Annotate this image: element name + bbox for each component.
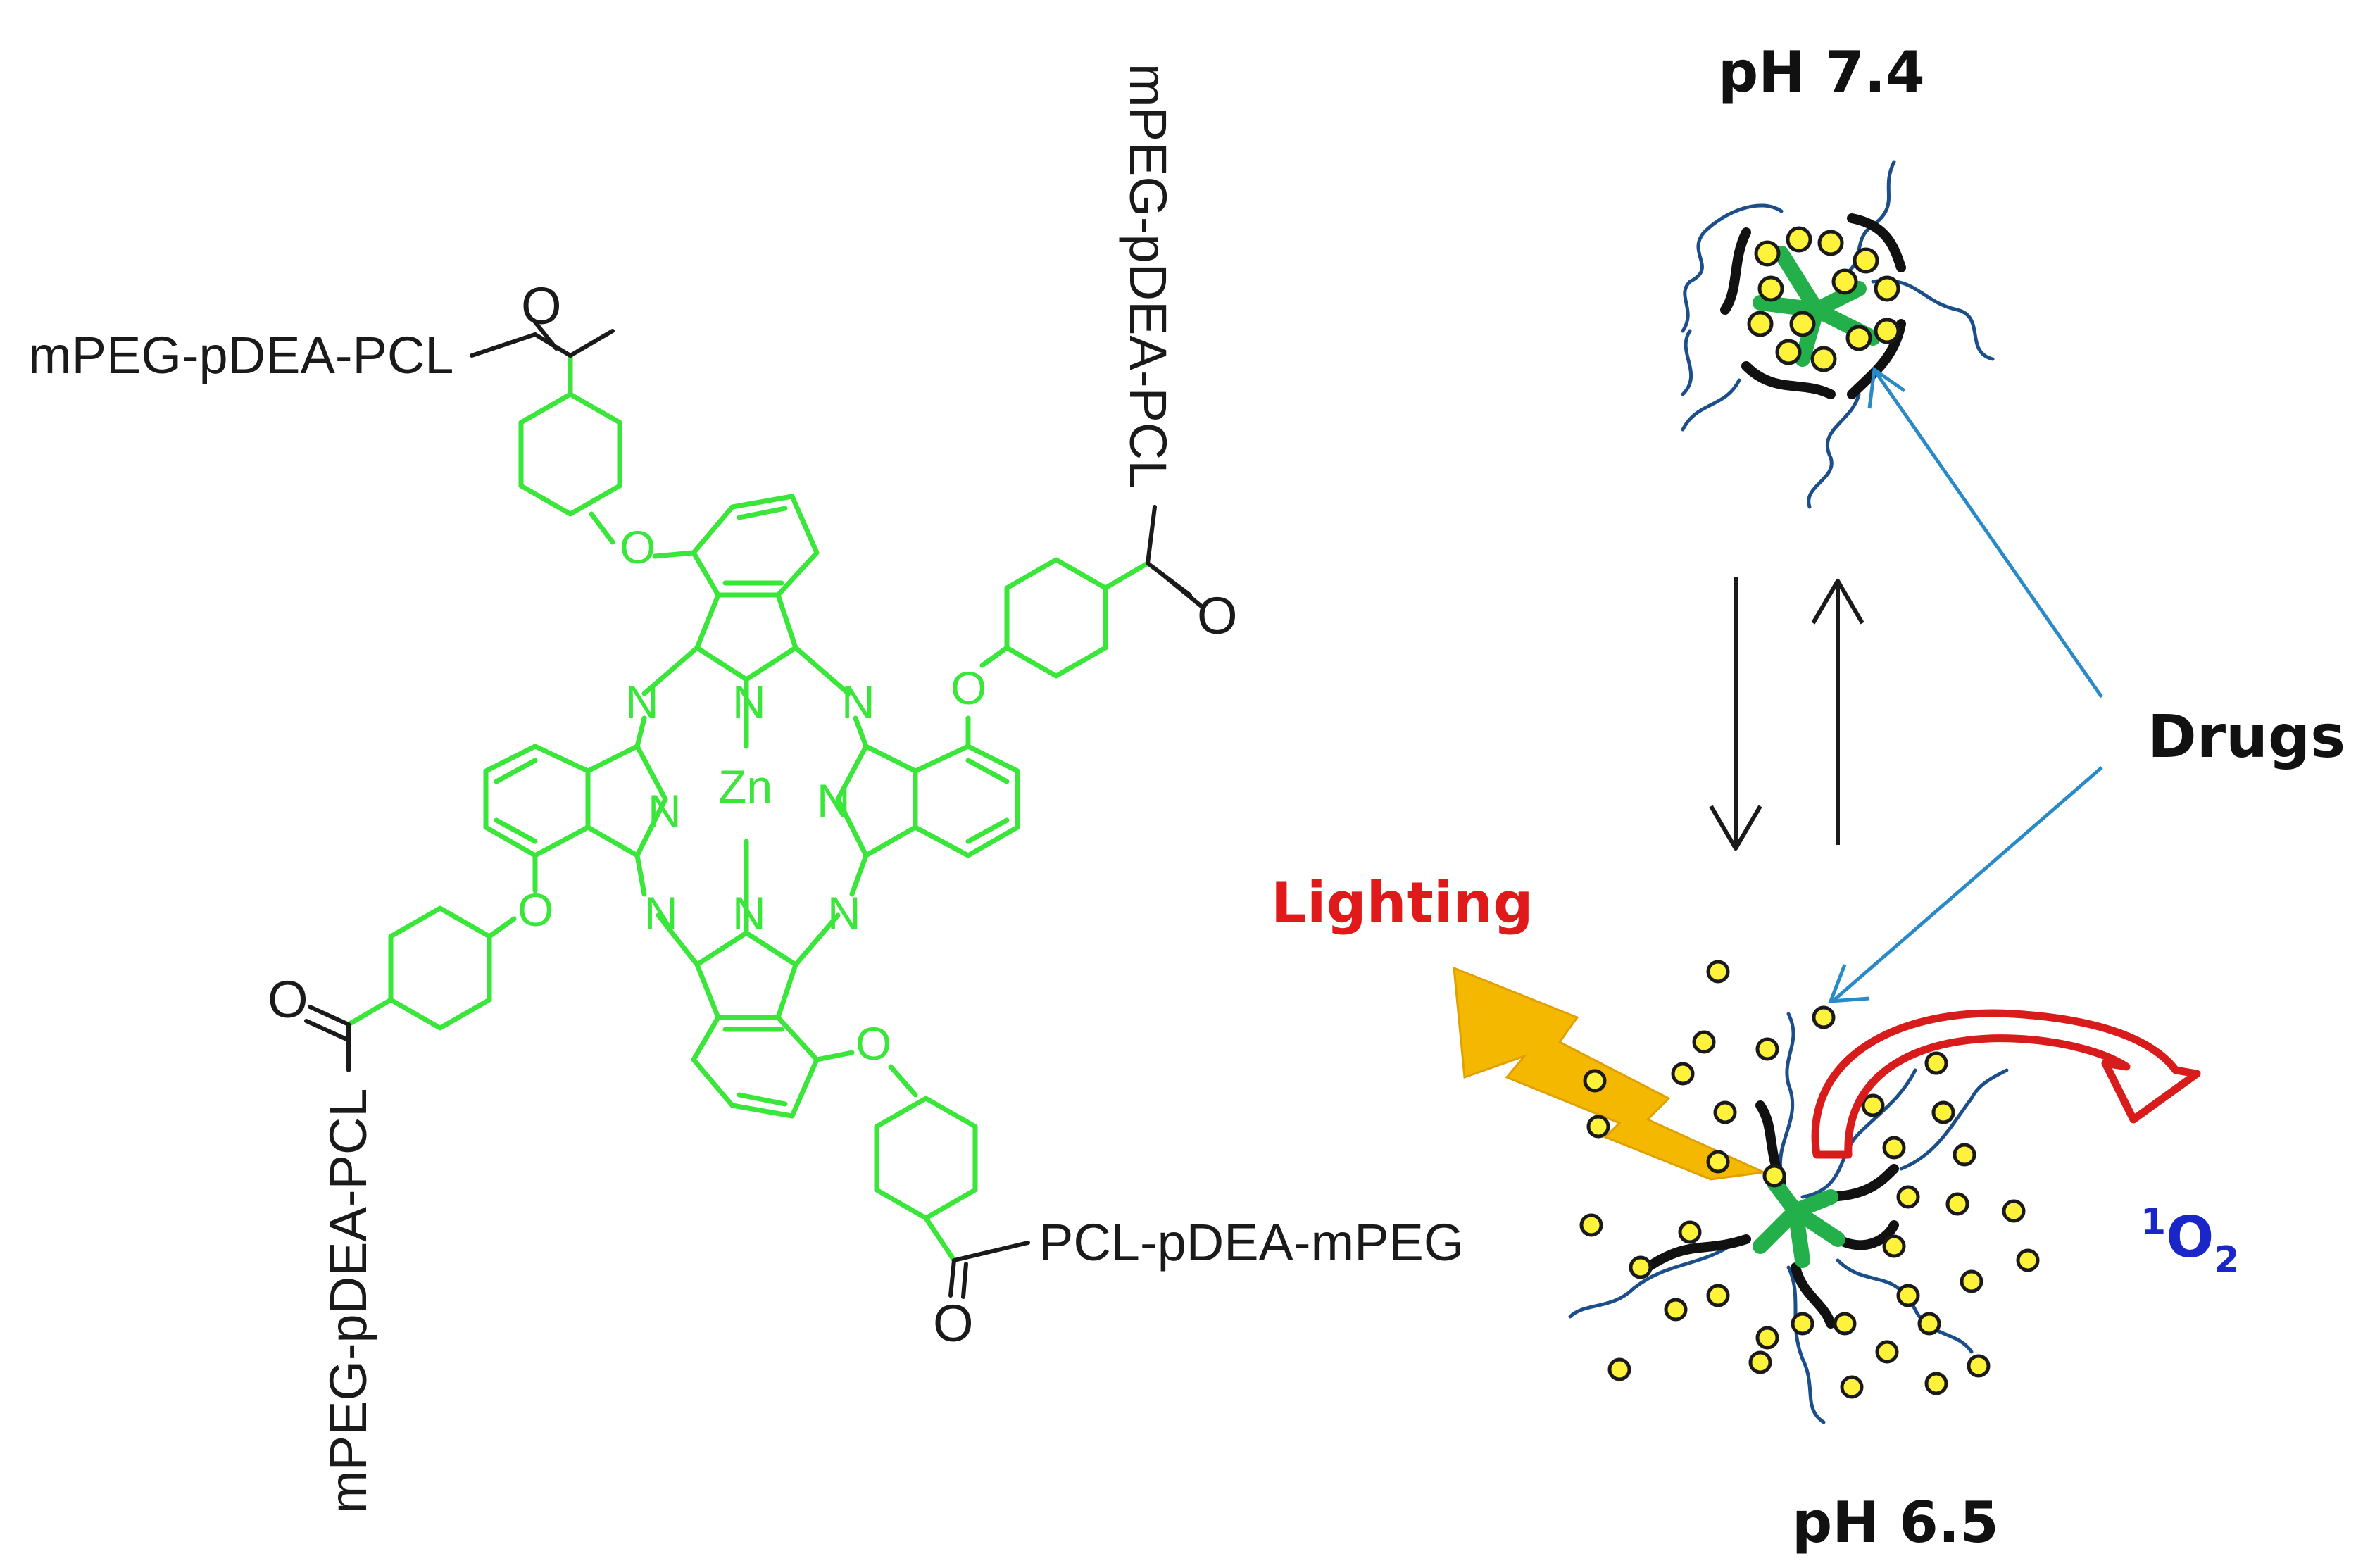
ph-bottom-label: pH 6.5 (1792, 1490, 1999, 1555)
oxygen-atom: O (518, 884, 553, 936)
nitrogen-atom: N (732, 676, 766, 728)
oxygen-atom: O (855, 1017, 891, 1070)
compact-micelle (1681, 160, 1995, 509)
isoindole-ring-left (483, 744, 668, 858)
drugs-label: Drugs (2148, 702, 2345, 771)
carbonyl-bottom-left: O mPEG-pDEA-PCL (268, 970, 377, 1514)
swollen-micelle (1568, 960, 2040, 1424)
isoindole-ring-bottom (691, 930, 820, 1119)
ph-top-label: pH 7.4 (1718, 39, 1925, 105)
singlet-oxygen-arrow-icon (1811, 1009, 2201, 1159)
encapsulated-drugs (1747, 226, 1900, 372)
oxygen-atom: O (268, 970, 308, 1029)
oxygen-atom: O (951, 662, 986, 714)
polymer-arm-label: mPEG-pDEA-PCL (319, 1089, 377, 1514)
zinc-atom: Zn (718, 760, 772, 813)
oxygen-atom: O (521, 277, 562, 335)
nitrogen-atom: N (841, 676, 875, 728)
phenoxy-bottom-left: O (346, 853, 553, 1031)
nitrogen-atom: N (648, 785, 682, 837)
phenoxy-top-left: O (518, 353, 696, 573)
phenoxy-top-right: O (951, 557, 1151, 749)
singlet-oxygen-label: 1O2 (2141, 1201, 2239, 1281)
equilibrium-arrows (1709, 577, 1864, 851)
oxygen-atom: O (933, 1294, 974, 1353)
carbonyl-top-left: O mPEG-pDEA-PCL (28, 277, 615, 384)
meso-bridges (634, 645, 869, 967)
singlet-oxygen-superscript: 1 (2141, 1201, 2166, 1243)
nitrogen-atom: N (625, 676, 659, 728)
drugs-pointer-lines (1828, 366, 2104, 1003)
nitrogen-atom: N (817, 774, 851, 827)
singlet-oxygen-subscript: 2 (2214, 1239, 2239, 1281)
polymer-arm-label: PCL-pDEA-mPEG (1039, 1213, 1464, 1272)
lighting-label: Lighting (1271, 870, 1534, 936)
oxygen-atom: O (620, 521, 656, 573)
zinc-phthalocyanine-structure: N N N N N N N N Zn O O O (28, 63, 1464, 1514)
nitrogen-atom: N (644, 887, 678, 939)
singlet-oxygen-symbol: O (2166, 1205, 2214, 1270)
nitrogen-atom: N (827, 887, 861, 939)
released-drugs (1579, 960, 2040, 1399)
micelle-scheme: pH 7.4 (1271, 39, 2345, 1555)
phenoxy-bottom-right: O (814, 1017, 978, 1263)
carbonyl-top-right: O mPEG-pDEA-PCL (1119, 63, 1238, 645)
polymer-arm-label: mPEG-pDEA-PCL (1119, 63, 1177, 489)
nitrogen-atom: N (732, 887, 766, 939)
isoindole-ring-right (835, 744, 1020, 858)
polymer-arm-label: mPEG-pDEA-PCL (28, 326, 453, 384)
lightning-bolt-icon (1453, 966, 1768, 1181)
carbonyl-bottom-right: O PCL-pDEA-mPEG (933, 1213, 1464, 1353)
oxygen-atom: O (1197, 587, 1238, 645)
